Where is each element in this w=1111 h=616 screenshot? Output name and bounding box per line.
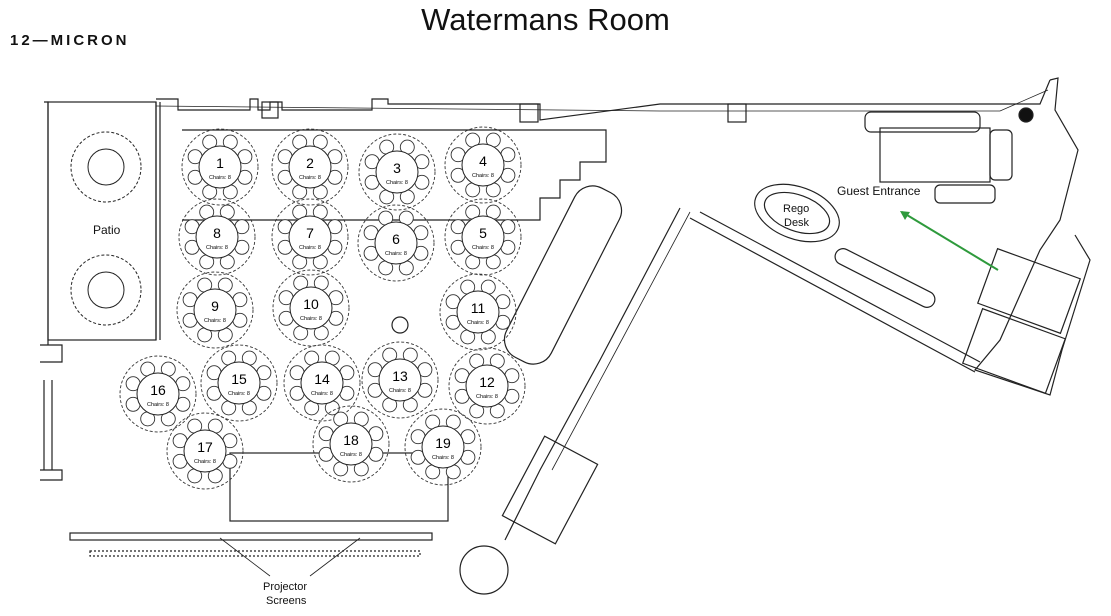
table-number: 16 [150,382,166,398]
chairs-count: Chairs: 8 [467,320,489,326]
chairs-count: Chairs: 8 [228,391,250,397]
table-number: 18 [343,432,359,448]
top-wall [156,79,1051,121]
chairs-count: Chairs: 8 [194,459,216,465]
brand-logo: 12—MICRON [10,32,130,49]
table-number: 15 [231,371,247,387]
table-number: 3 [393,160,401,176]
chairs-count: Chairs: 8 [204,318,226,324]
chairs-count: Chairs: 8 [299,175,321,181]
table-number: 12 [479,374,495,390]
guest-entrance-label: Guest Entrance [837,184,921,198]
entrance-arrow [900,211,999,271]
table-number: 11 [471,300,486,316]
table-number: 2 [306,155,314,171]
table-number: 19 [435,435,451,451]
table-number: 6 [392,231,400,247]
corridor-wall [504,207,681,541]
table-number: 8 [213,225,221,241]
rego-label-line1: Rego [783,203,809,215]
patio-area [47,101,157,341]
chairs-count: Chairs: 8 [299,245,321,251]
lobby-wall [689,211,981,373]
table-number: 10 [303,296,319,312]
chairs-count: Chairs: 8 [432,455,454,461]
patio-table-1 [70,131,142,203]
chairs-count: Chairs: 8 [340,452,362,458]
page-title: Watermans Room [421,2,670,37]
rego-label-line2: Desk [784,217,810,229]
chairs-count: Chairs: 8 [311,391,333,397]
chairs-count: Chairs: 8 [472,173,494,179]
projector-label-line1: Projector [263,581,307,593]
chairs-count: Chairs: 8 [472,245,494,251]
patio-label: Patio [93,223,121,237]
chairs-count: Chairs: 8 [300,316,322,322]
table-number: 4 [479,153,487,169]
chairs-count: Chairs: 8 [389,388,411,394]
table-number: 13 [392,368,408,384]
chairs-count: Chairs: 8 [206,245,228,251]
chairs-count: Chairs: 8 [385,251,407,257]
projector-screen-strip [69,532,433,541]
right-wall [973,77,1091,396]
chairs-count: Chairs: 8 [147,402,169,408]
left-wall [40,101,63,481]
chairs-count: Chairs: 8 [386,180,408,186]
table-number: 1 [216,155,224,171]
table-number: 17 [197,439,213,455]
table-number: 7 [306,225,314,241]
patio-table-2 [70,254,142,326]
table-number: 14 [314,371,330,387]
table-number: 5 [479,225,487,241]
projector-label-line2: Screens [266,595,307,607]
table-number: 9 [211,298,219,314]
chairs-count: Chairs: 8 [209,175,231,181]
chairs-count: Chairs: 8 [476,394,498,400]
